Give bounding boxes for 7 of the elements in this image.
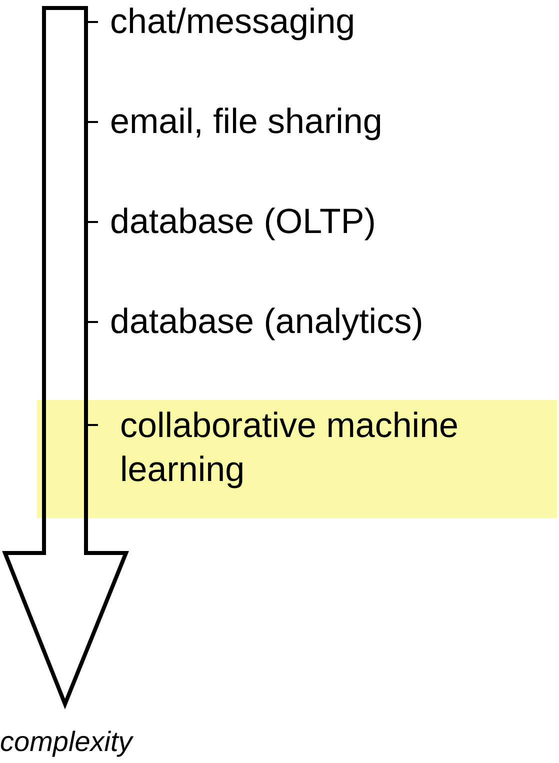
- item-text: database (analytics): [110, 302, 424, 342]
- item-text: database (OLTP): [110, 202, 376, 242]
- axis-label: complexity: [0, 725, 132, 759]
- highlight-band: [37, 400, 557, 518]
- item-text: collaborative machine learning: [120, 405, 460, 491]
- item-text: chat/messaging: [110, 2, 356, 42]
- item-text: email, file sharing: [110, 102, 382, 142]
